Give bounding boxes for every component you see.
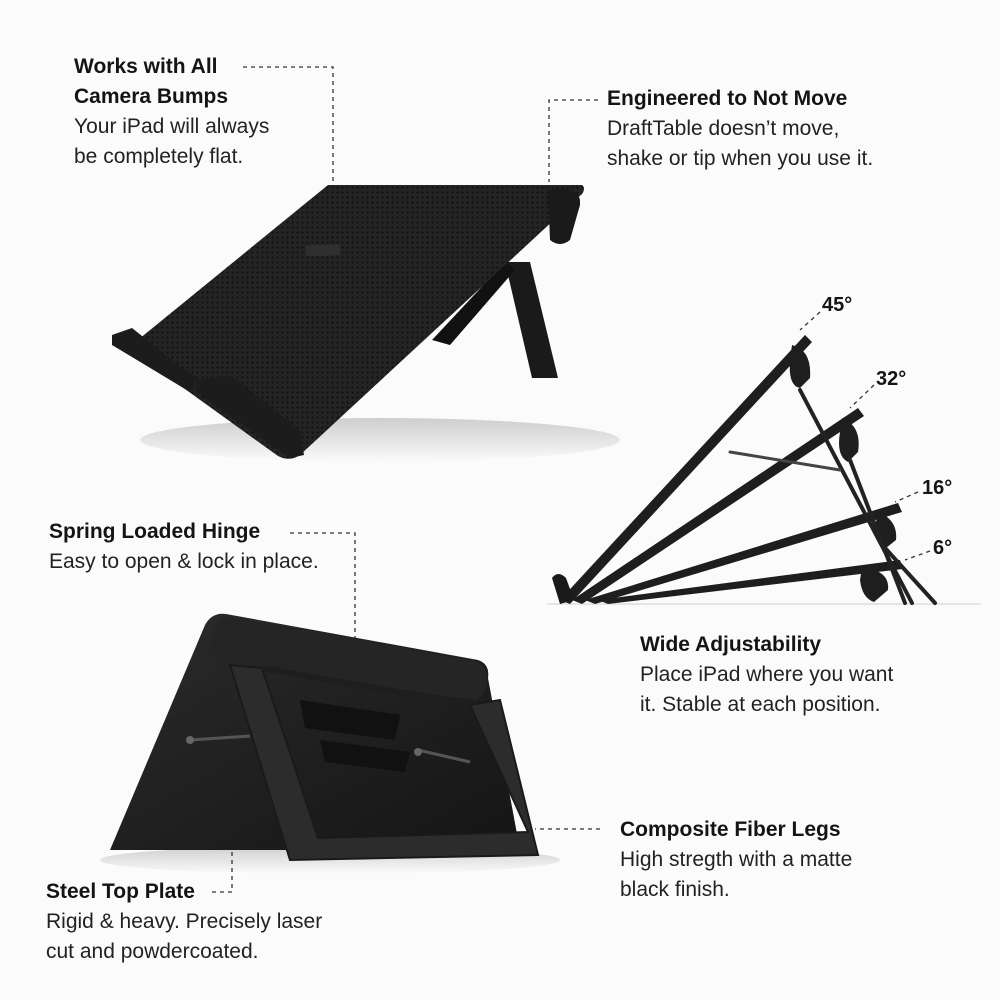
angle-label-16: 16°: [922, 477, 953, 499]
callout-not-move-desc: DraftTable doesn’t move, shake or tip wh…: [607, 114, 947, 174]
callout-camera-bumps-title-line-1: Works with All: [74, 55, 218, 78]
callout-camera-bumps-desc: Your iPad will always be completely flat…: [74, 112, 334, 172]
callout-camera-bumps-desc-line-2: be completely flat.: [74, 145, 244, 168]
callout-legs-desc-line-1: High stregth with a matte: [620, 848, 853, 871]
callout-steel-desc-line-1: Rigid & heavy. Precisely laser: [46, 910, 323, 933]
leader-not-move: [548, 99, 598, 182]
callout-steel-title: Steel Top Plate: [46, 880, 195, 903]
callout-not-move-desc-line-1: DraftTable doesn’t move,: [607, 117, 840, 140]
callout-steel: Steel Top Plate Rigid & heavy. Precisely…: [46, 877, 376, 967]
angle-label-6: 6°: [933, 537, 953, 559]
callout-camera-bumps-desc-line-1: Your iPad will always: [74, 115, 270, 138]
callout-adjustability-desc-line-1: Place iPad where you want: [640, 663, 894, 686]
callout-not-move-title: Engineered to Not Move: [607, 87, 848, 110]
leader-camera-bumps: [243, 66, 334, 200]
stand-angles-view: [547, 335, 981, 605]
callout-legs-title: Composite Fiber Legs: [620, 818, 841, 841]
leader-32: [849, 384, 875, 409]
leader-45: [799, 311, 821, 331]
stand-back-view: [100, 613, 560, 874]
callout-steel-desc: Rigid & heavy. Precisely laser cut and p…: [46, 907, 376, 967]
stand-top-view: [112, 185, 620, 462]
angle-label-32: 32°: [876, 368, 907, 390]
callout-legs: Composite Fiber Legs High stregth with a…: [620, 815, 960, 905]
callout-hinge-title: Spring Loaded Hinge: [49, 520, 261, 543]
callout-not-move: Engineered to Not Move DraftTable doesn’…: [607, 84, 947, 174]
leader-6: [904, 550, 931, 561]
callout-adjustability: Wide Adjustability Place iPad where you …: [640, 630, 960, 720]
callout-adjustability-title: Wide Adjustability: [640, 633, 822, 656]
callout-legs-desc-line-2: black finish.: [620, 878, 730, 901]
callout-hinge-desc-line-1: Easy to open & lock in place.: [49, 550, 319, 573]
leader-16: [894, 491, 919, 503]
callout-camera-bumps-title-line-2: Camera Bumps: [74, 85, 229, 108]
callout-legs-desc: High stregth with a matte black finish.: [620, 845, 960, 905]
callout-camera-bumps: Works with All Camera Bumps Your iPad wi…: [74, 52, 334, 172]
callout-hinge: Spring Loaded Hinge Easy to open & lock …: [49, 517, 379, 577]
callout-hinge-desc: Easy to open & lock in place.: [49, 547, 379, 577]
callout-steel-desc-line-2: cut and powdercoated.: [46, 940, 259, 963]
callout-adjustability-desc-line-2: it. Stable at each position.: [640, 693, 881, 716]
callout-camera-bumps-title: Works with All Camera Bumps: [74, 52, 334, 112]
leader-hinge: [290, 532, 356, 665]
callout-not-move-desc-line-2: shake or tip when you use it.: [607, 147, 874, 170]
angle-label-45: 45°: [822, 294, 853, 316]
callout-adjustability-desc: Place iPad where you want it. Stable at …: [640, 660, 960, 720]
